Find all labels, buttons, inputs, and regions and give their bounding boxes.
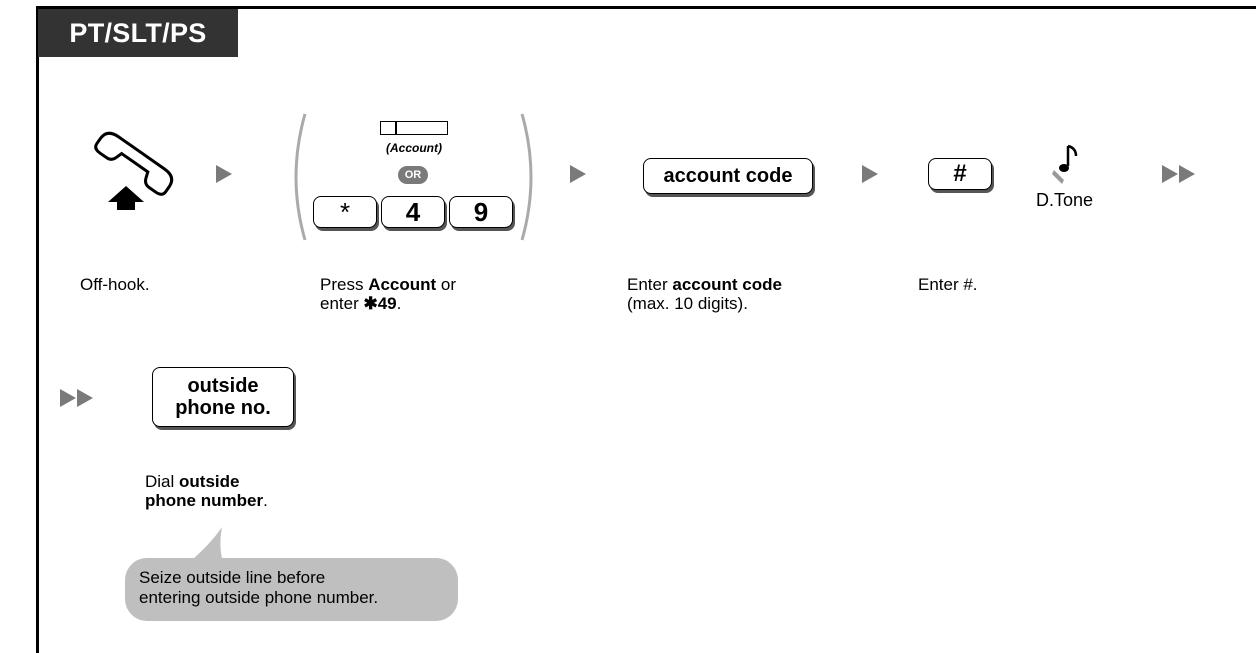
key-4[interactable]: 4: [381, 196, 445, 228]
step-label-enter-hash: Enter #.: [918, 275, 978, 294]
diagram-frame: [36, 6, 1256, 653]
account-code-key[interactable]: account code: [643, 158, 813, 194]
star-key[interactable]: *: [313, 196, 377, 228]
step-label-off-hook: Off-hook.: [80, 275, 150, 294]
flow-arrow: [570, 165, 586, 183]
account-button-icon: [380, 121, 448, 135]
note-line-1: Seize outside line before: [139, 568, 326, 587]
note-bubble: Seize outside line before entering outsi…: [125, 558, 458, 621]
step-label-press-account: Press Account or enter ✱49.: [320, 275, 457, 313]
right-parenthesis: [520, 113, 533, 241]
note-line-2: entering outside phone number.: [139, 588, 379, 607]
dial-tone-label: D.Tone: [1036, 190, 1094, 210]
flow-arrow: [216, 165, 232, 183]
step-label-enter-account-code: Enter account code (max. 10 digits).: [627, 275, 782, 313]
bubble-pointer: [186, 527, 224, 565]
account-key-label: (Account): [386, 141, 442, 155]
flow-arrow: [862, 165, 878, 183]
outside-phone-no-key[interactable]: outside phone no.: [152, 367, 294, 427]
or-badge: OR: [398, 166, 428, 184]
left-parenthesis: [294, 113, 307, 241]
musical-note-icon: [1052, 144, 1078, 184]
header-title: PT/SLT/PS: [38, 9, 238, 57]
key-9[interactable]: 9: [449, 196, 513, 228]
continue-arrow: [60, 389, 93, 407]
off-hook-handset-icon: [94, 131, 174, 210]
hash-key[interactable]: #: [928, 158, 992, 190]
step-label-dial-outside: Dial outside phone number.: [145, 472, 268, 510]
continue-arrow: [1162, 165, 1195, 183]
